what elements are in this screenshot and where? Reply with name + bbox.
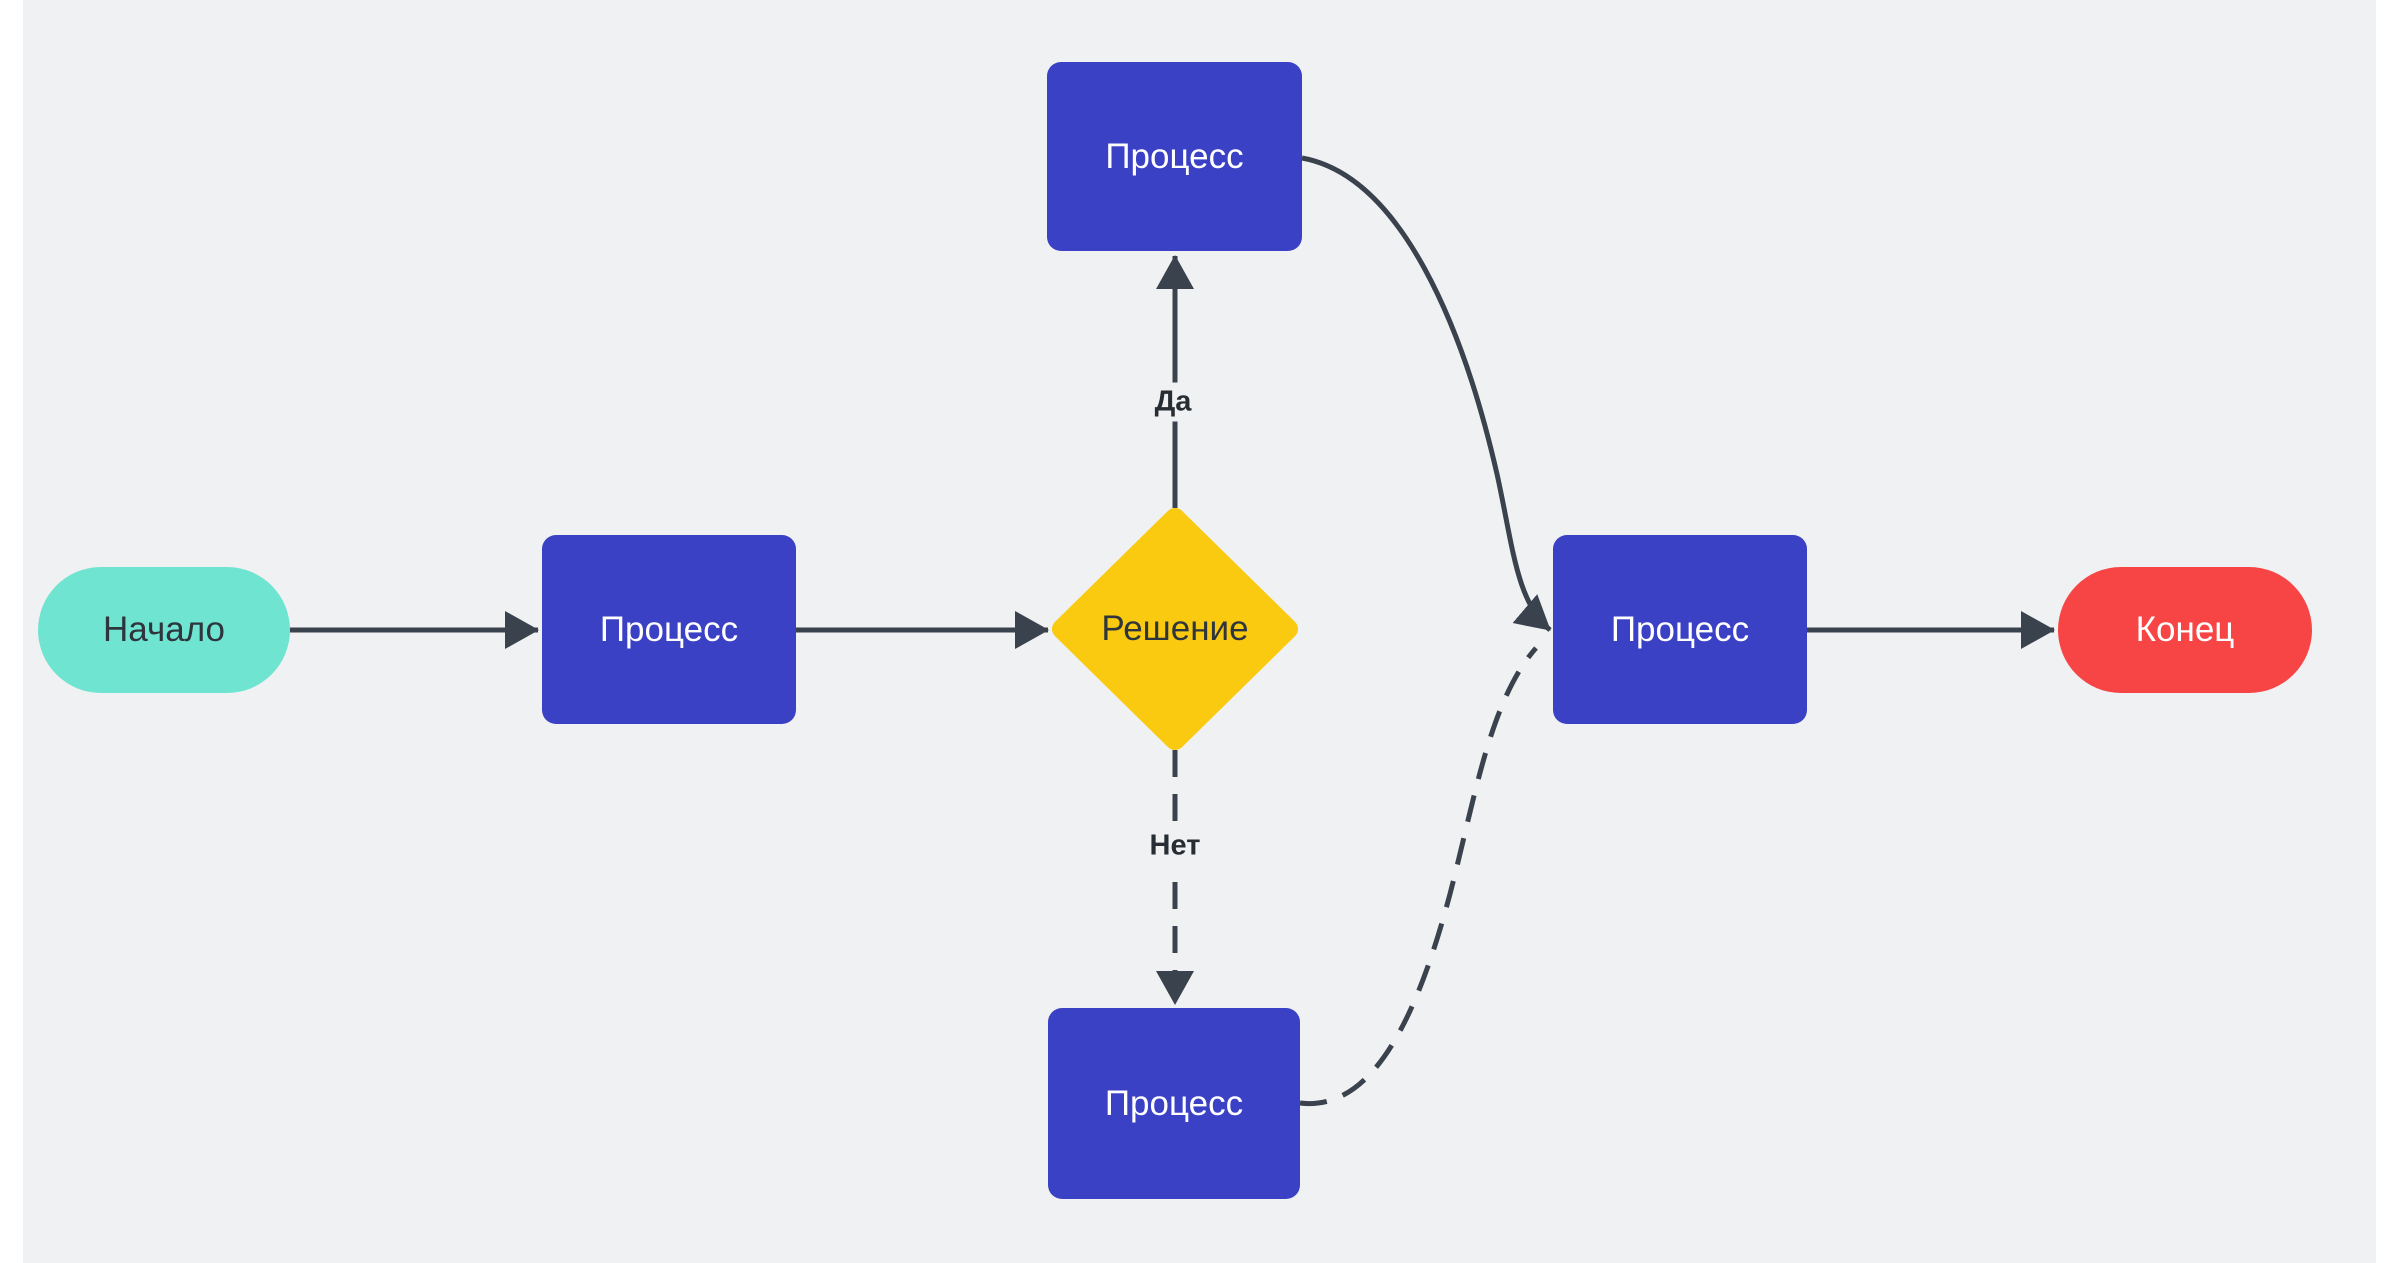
node-process-bottom[interactable]: Процесс <box>1048 1008 1300 1199</box>
node-end-label: Конец <box>2135 610 2235 649</box>
node-decision-label: Решение <box>1101 609 1249 648</box>
node-process-1[interactable]: Процесс <box>542 535 796 724</box>
node-process-top-label: Процесс <box>1105 136 1244 176</box>
node-process-right[interactable]: Процесс <box>1553 535 1807 724</box>
node-process-bottom-label: Процесс <box>1104 1083 1244 1123</box>
node-end[interactable]: Конец <box>2058 567 2312 693</box>
node-process-1-label: Процесс <box>599 609 739 649</box>
node-process-top[interactable]: Процесс <box>1047 62 1302 251</box>
diamond-shape-icon <box>1052 508 1298 750</box>
node-process-right-label: Процесс <box>1610 609 1750 649</box>
edge-label-no: Нет <box>1141 826 1209 866</box>
node-start-label: Начало <box>103 610 225 649</box>
edge-label-yes: Да <box>1146 382 1200 422</box>
node-decision[interactable]: Решение <box>1052 508 1298 750</box>
node-start[interactable]: Начало <box>38 567 290 693</box>
